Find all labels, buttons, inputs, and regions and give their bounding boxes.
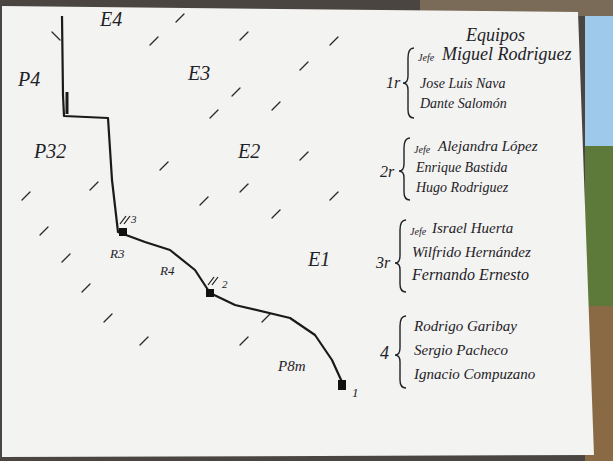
sky: [585, 16, 613, 146]
leader-tag: Jefe: [414, 144, 430, 155]
route-label: R3: [110, 247, 124, 261]
member-name: Dante Salomón: [420, 96, 507, 111]
member-name: Hugo Rodriguez: [416, 180, 508, 195]
route-label: R4: [160, 264, 174, 278]
trail-mark: [66, 92, 69, 114]
route-label: P8m: [278, 358, 306, 375]
member-name: Jose Luis Nava: [420, 76, 506, 91]
station-marker: [206, 289, 214, 297]
zone-label: E2: [238, 140, 260, 162]
station-marker: [119, 228, 127, 236]
leader-tag: Jefe: [418, 52, 434, 63]
station-number: 1: [352, 386, 359, 400]
trail-line: [62, 16, 342, 382]
leader-tag: Jefe: [410, 226, 426, 237]
station-marker: [338, 380, 346, 390]
station-number: 3: [131, 213, 137, 225]
zone-label: E4: [100, 8, 122, 30]
team-number: 2r: [380, 163, 394, 181]
member-name: Sergio Pacheco: [414, 342, 508, 359]
zone-label: P4: [18, 68, 40, 90]
list-heading: Equipos: [466, 26, 525, 46]
team-brackets: [395, 48, 414, 388]
member-name: Fernando Ernesto: [412, 266, 529, 284]
member-name: Rodrigo Garibay: [414, 318, 517, 335]
member-name: Enrique Bastida: [416, 160, 507, 175]
paper-sheet: [2, 6, 594, 457]
member-name: Israel Huerta: [432, 220, 513, 237]
member-name: Ignacio Compuzano: [414, 366, 535, 383]
hatch-marks: [120, 216, 218, 285]
member-name: Alejandra López: [438, 138, 538, 155]
zone-label: E3: [188, 62, 210, 84]
member-name: Miguel Rodriguez: [442, 45, 571, 65]
zone-label: P32: [34, 140, 66, 162]
member-name: Wilfrido Hernández: [412, 244, 531, 261]
zone-label: E1: [308, 248, 330, 270]
trees: [585, 146, 613, 306]
team-number: 4: [380, 344, 389, 364]
team-number: 3r: [376, 254, 390, 272]
station-number: 2: [222, 278, 228, 290]
team-number: 1r: [386, 74, 400, 92]
contour-ticks: [22, 14, 338, 345]
